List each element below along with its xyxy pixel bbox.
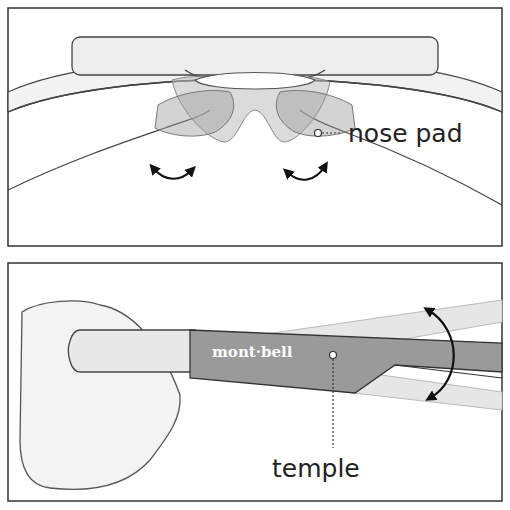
panel-frame: [8, 8, 502, 246]
rotation-arrow: [428, 310, 454, 398]
lens: [20, 301, 180, 489]
panel-frame: [8, 263, 502, 501]
frame-front: [8, 37, 502, 205]
temple-arm: [190, 330, 502, 448]
hinge: [68, 330, 195, 372]
ghost-temples: [190, 300, 502, 410]
part-label: temple: [272, 456, 360, 481]
rotation-arrows: [153, 166, 325, 180]
part-label: nose pad: [348, 121, 463, 146]
nose-pad: [155, 73, 355, 143]
brand-logo: mont·bell: [212, 345, 292, 360]
